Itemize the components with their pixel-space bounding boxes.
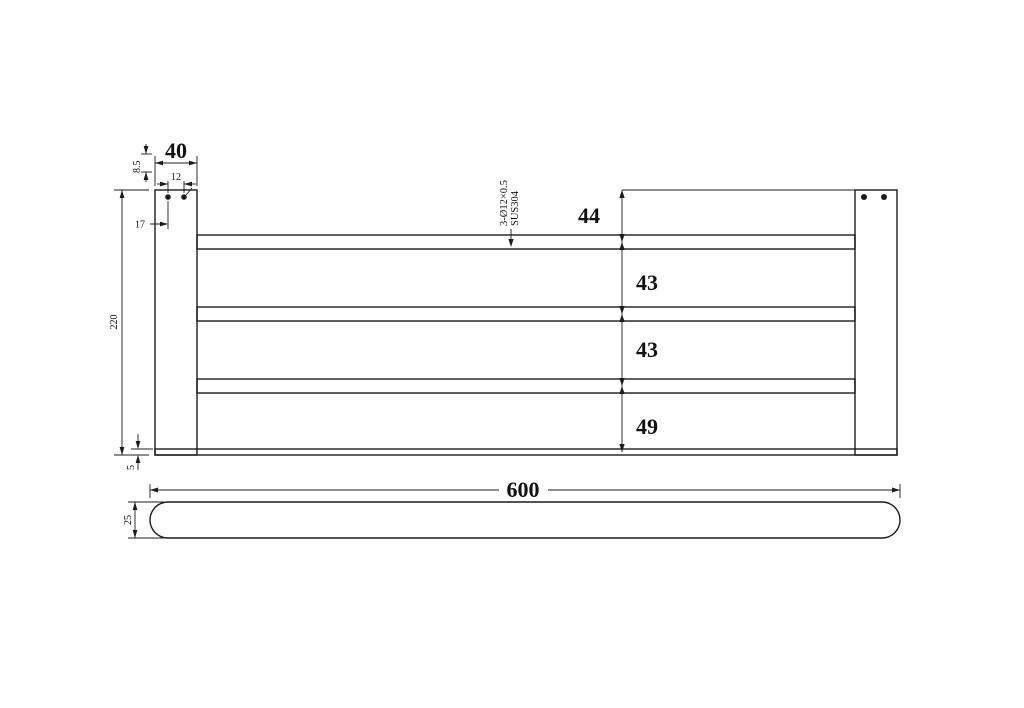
dim-bracket-width-label: 40 (165, 138, 187, 163)
dim-bracket-width: 40 (154, 138, 198, 186)
dim-overall-height: 220 (109, 189, 149, 456)
arrowhead-icon (150, 487, 158, 493)
dim-screw-inset: 17 (135, 201, 169, 231)
arrowhead-icon (135, 441, 141, 449)
screw-dot-right-2 (881, 194, 887, 200)
arrowhead-icon (619, 242, 625, 250)
screw-dot-right-1 (861, 194, 867, 200)
dim-screw-edge-offset: 8.5 (132, 144, 152, 182)
arrowhead-icon (892, 487, 900, 493)
bar-profile-outline (149, 501, 901, 539)
arrowhead-icon (184, 181, 192, 187)
arrowhead-icon (619, 314, 625, 322)
dim-rail-gap-1-label: 44 (578, 203, 600, 228)
dim-screw-inset-label: 17 (135, 220, 145, 231)
arrowhead-icon (143, 172, 149, 180)
towel-rail-1 (196, 234, 856, 250)
dim-base-thickness-label: 5 (126, 465, 137, 470)
arrowhead-icon (189, 160, 197, 166)
arrowhead-icon (619, 444, 625, 452)
arrowhead-icon (619, 234, 625, 242)
arrowhead-icon (119, 190, 125, 198)
dim-base-thickness: 5 (126, 434, 153, 470)
dim-screw-spacing-label: 12 (171, 172, 181, 183)
dim-bar-depth-label: 25 (123, 515, 134, 525)
screw-tick-icon (185, 187, 193, 196)
tube-spec-note: 3-Ø12×0.5 SUS304 (499, 180, 521, 247)
dim-bar-depth: 25 (123, 501, 164, 539)
towel-rail-3 (196, 378, 856, 394)
arrowhead-icon (143, 146, 149, 154)
dim-rail-spacing-chain: 44 43 43 49 (578, 189, 855, 452)
arrowhead-icon (619, 190, 625, 198)
dim-screw-spacing: 12 (157, 172, 196, 193)
arrowhead-icon (508, 239, 514, 247)
dim-screw-edge-offset-label: 8.5 (132, 161, 143, 174)
arrowhead-icon (160, 181, 168, 187)
arrowhead-icon (119, 447, 125, 455)
towel-rail-2 (196, 306, 856, 322)
screw-dot-left-2 (181, 194, 187, 200)
arrowhead-icon (619, 378, 625, 386)
front-view (154, 187, 898, 456)
tube-spec-note-label: 3-Ø12×0.5 (499, 180, 510, 226)
bottom-view: 600 25 (123, 477, 901, 539)
dim-rail-gap-2-label: 43 (636, 270, 658, 295)
dim-overall-length: 600 (149, 477, 901, 502)
dim-rail-gap-4-label: 49 (636, 414, 658, 439)
screw-dot-left-1 (165, 194, 171, 200)
arrowhead-icon (135, 455, 141, 463)
right-bracket-outline (854, 189, 898, 456)
material-note-label: SUS304 (510, 190, 521, 226)
dim-overall-length-label: 600 (507, 477, 540, 502)
left-bracket-outline (154, 189, 198, 456)
arrowhead-icon (619, 386, 625, 394)
arrowhead-icon (619, 306, 625, 314)
dim-rail-gap-3-label: 43 (636, 337, 658, 362)
dim-overall-height-label: 220 (109, 315, 120, 330)
arrowhead-icon (155, 160, 163, 166)
base-rail (154, 448, 898, 456)
arrowhead-icon (132, 502, 138, 510)
arrowhead-icon (160, 221, 168, 227)
arrowhead-icon (132, 530, 138, 538)
